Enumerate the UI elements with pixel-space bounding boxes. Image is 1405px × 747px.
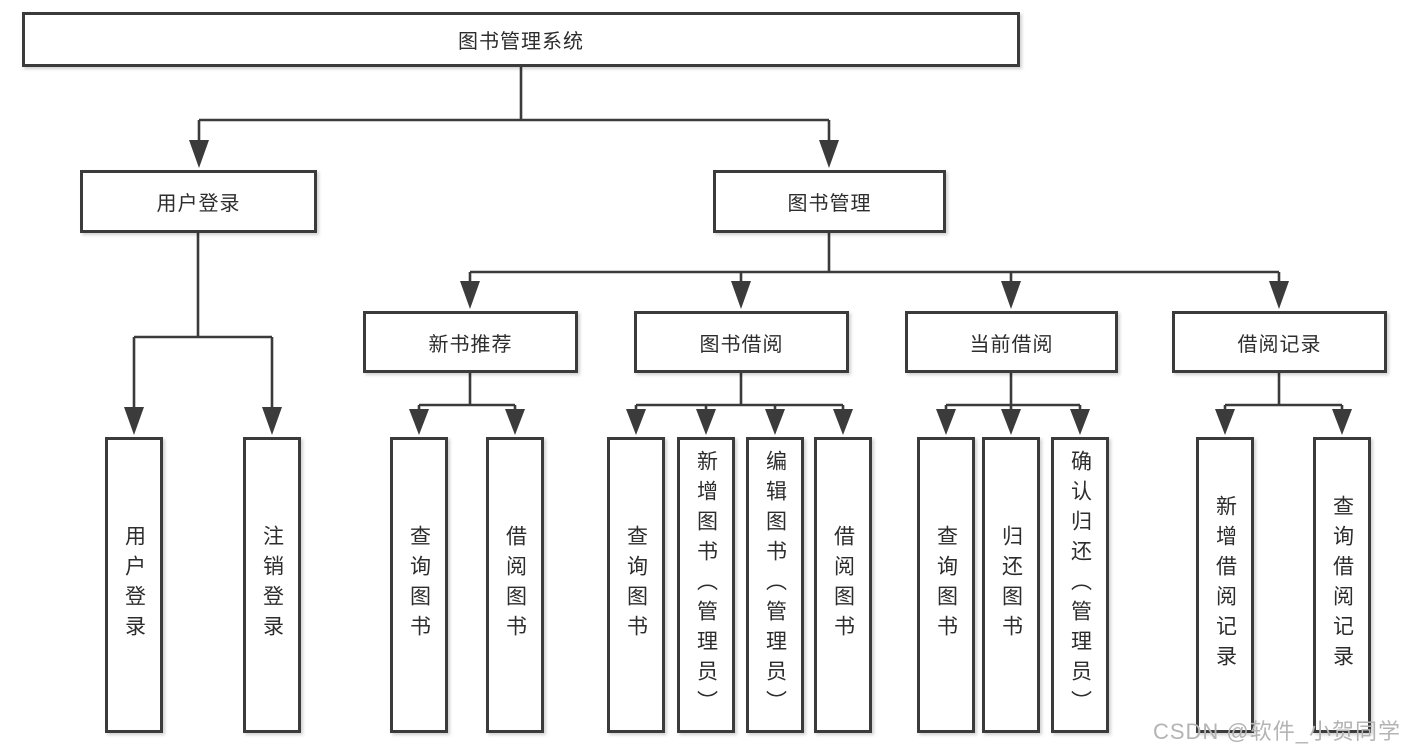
node-book-borrow: 图书借阅 — [634, 311, 849, 373]
node-current-borrow: 当前借阅 — [905, 311, 1118, 373]
leaf-query-book-recommend: 查询图书 — [390, 437, 448, 733]
node-new-book-recommend: 新书推荐 — [363, 311, 578, 373]
node-user-login: 用户登录 — [80, 170, 317, 233]
node-borrow-record: 借阅记录 — [1172, 311, 1387, 373]
leaf-confirm-return-admin: 确认归还（管理员） — [1051, 437, 1109, 733]
node-library-management-system: 图书管理系统 — [22, 12, 1020, 67]
leaf-edit-book-admin: 编辑图书（管理员） — [746, 437, 804, 733]
leaf-logout: 注销登录 — [243, 437, 301, 733]
leaf-borrow-book-recommend: 借阅图书 — [486, 437, 544, 733]
leaf-return-book: 归还图书 — [982, 437, 1040, 733]
leaf-user-login: 用户登录 — [105, 437, 163, 733]
leaf-query-book-borrow: 查询图书 — [607, 437, 665, 733]
csdn-watermark: CSDN @软件_小贺同学 — [1152, 719, 1401, 744]
node-book-management: 图书管理 — [713, 170, 946, 233]
leaf-query-book-current: 查询图书 — [917, 437, 975, 733]
leaf-add-borrow-record: 新增借阅记录 — [1196, 437, 1254, 733]
leaf-query-borrow-record: 查询借阅记录 — [1313, 437, 1371, 733]
leaf-borrow-book: 借阅图书 — [814, 437, 872, 733]
leaf-add-book-admin: 新增图书（管理员） — [677, 437, 735, 733]
